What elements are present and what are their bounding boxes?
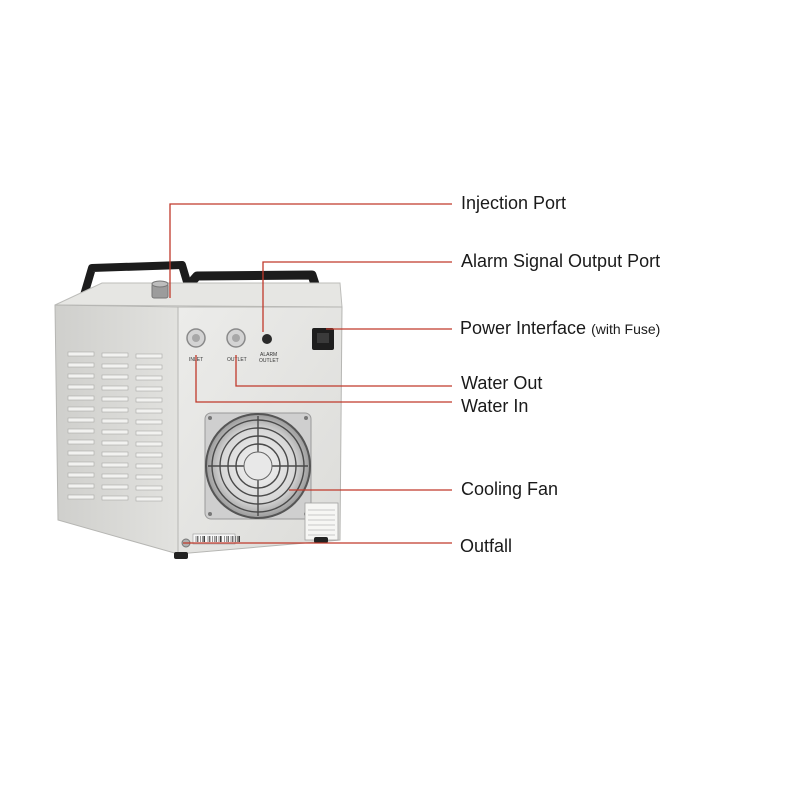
vent-slot xyxy=(67,351,95,357)
vent-slot xyxy=(135,386,163,392)
vent-slot xyxy=(67,417,95,423)
label-water-in: Water In xyxy=(461,396,529,416)
foot-left xyxy=(174,552,188,559)
vent-slot xyxy=(135,419,163,425)
vent-slot xyxy=(67,483,95,489)
vent-slot xyxy=(101,418,129,424)
vent-slot xyxy=(135,474,163,480)
label-power-interface-note: (with Fuse) xyxy=(591,321,661,337)
vent-slot xyxy=(135,496,163,502)
vent-slot xyxy=(101,473,129,479)
alarm-output-port: ALARM OUTLET xyxy=(259,334,279,364)
spec-plate xyxy=(304,502,339,541)
vent-slot xyxy=(67,461,95,467)
vent-slot xyxy=(67,406,95,412)
leader-alarm-signal-output-port xyxy=(262,261,452,332)
vent-slot xyxy=(101,352,129,358)
vent-slot xyxy=(67,450,95,456)
leader-injection-port xyxy=(169,203,452,298)
outlet-port: OUTLET xyxy=(226,328,247,363)
vent-slot xyxy=(67,362,95,368)
vent-slot xyxy=(135,463,163,469)
vent-slot xyxy=(135,430,163,436)
vent-slot xyxy=(135,408,163,414)
vent-slot xyxy=(67,384,95,390)
vent-slot xyxy=(135,485,163,491)
vent-slot xyxy=(135,364,163,370)
vent-slot xyxy=(135,397,163,403)
barcode-sticker xyxy=(192,533,240,545)
vent-slot xyxy=(135,452,163,458)
vent-slot xyxy=(135,441,163,447)
label-alarm-signal-output-port: Alarm Signal Output Port xyxy=(461,251,661,271)
outlet-marking: OUTLET xyxy=(227,357,247,363)
vent-slot xyxy=(67,428,95,434)
vent-slot xyxy=(101,440,129,446)
vent-slot xyxy=(67,373,95,379)
vent-slot xyxy=(67,472,95,478)
cabinet-top xyxy=(54,282,343,308)
vent-slot xyxy=(101,385,129,391)
side-vents xyxy=(67,351,163,502)
leader-water-in xyxy=(195,355,452,403)
foot-right xyxy=(314,537,328,543)
vent-slot xyxy=(135,353,163,359)
power-socket xyxy=(312,328,334,350)
vent-slot xyxy=(101,396,129,402)
label-outfall: Outfall xyxy=(460,536,513,556)
alarm-outlet-marking: OUTLET xyxy=(259,358,279,364)
cooling-fan-grille xyxy=(204,412,312,520)
label-injection-port: Injection Port xyxy=(461,193,567,213)
injection-port-cap xyxy=(151,280,169,299)
leader-lines xyxy=(169,203,452,544)
vent-slot xyxy=(135,375,163,381)
label-cooling-fan: Cooling Fan xyxy=(461,479,559,499)
vent-slot xyxy=(67,439,95,445)
vent-slot xyxy=(101,374,129,380)
vent-slot xyxy=(101,429,129,435)
vent-slot xyxy=(101,484,129,490)
label-water-out: Water Out xyxy=(461,373,543,393)
vent-slot xyxy=(67,395,95,401)
vent-slot xyxy=(101,407,129,413)
label-power-interface-text: Power Interface xyxy=(460,318,587,338)
vent-slot xyxy=(101,451,129,457)
vent-slot xyxy=(101,462,129,468)
vent-slot xyxy=(101,495,129,501)
vent-slot xyxy=(101,363,129,369)
alarm-marking: ALARM xyxy=(260,352,277,358)
vent-slot xyxy=(67,494,95,500)
leader-water-out xyxy=(235,355,452,387)
label-power-interface: Power Interface (with Fuse) xyxy=(460,318,660,339)
